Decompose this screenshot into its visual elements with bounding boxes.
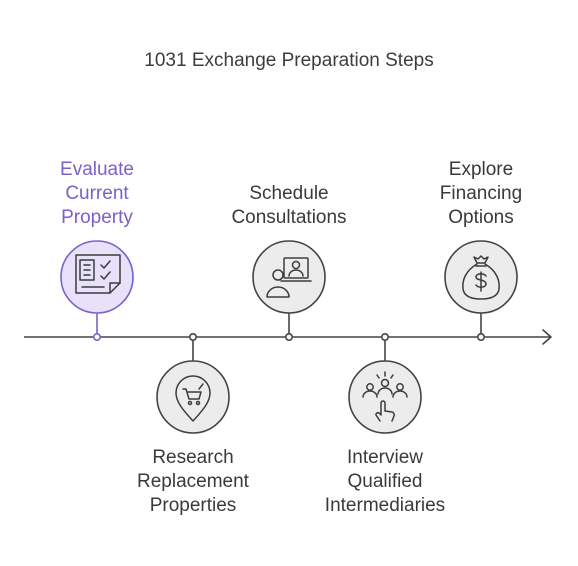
axis-dot-step-4: [380, 332, 389, 341]
axis-dot-step-1: [93, 332, 102, 341]
step-label-1-line-3: Property: [61, 207, 133, 228]
step-node-1: [60, 240, 134, 314]
step-node-3: [252, 240, 326, 314]
step-label-3-line-2: Consultations: [231, 207, 347, 228]
money-bag-icon: [462, 255, 500, 300]
step-label-4: Interview Qualified Intermediaries: [300, 446, 470, 518]
axis-dot-step-3: [284, 332, 293, 341]
step-label-5-line-3: Options: [448, 207, 514, 228]
consultation-icon: [266, 257, 312, 298]
step-label-2-line-2: Replacement: [137, 471, 249, 492]
step-label-1: Evaluate Current Property: [12, 158, 182, 230]
document-checklist-icon: [75, 254, 121, 294]
step-label-4-line-1: Interview: [346, 447, 424, 468]
step-label-1-line-1: Evaluate: [60, 159, 134, 180]
step-label-2-line-3: Properties: [149, 495, 237, 516]
step-label-5-line-1: Explore: [448, 159, 514, 180]
diagram-title: 1031 Exchange Preparation Steps: [144, 50, 434, 71]
axis-dot-step-5: [476, 332, 485, 341]
step-label-4-line-3: Intermediaries: [324, 495, 446, 516]
step-node-2: [156, 360, 230, 434]
step-node-5: [444, 240, 518, 314]
step-label-3: Schedule Consultations: [204, 182, 374, 230]
step-label-2-line-1: Research: [152, 447, 234, 468]
step-label-3-line-1: Schedule: [249, 183, 329, 204]
step-label-4-line-2: Qualified: [347, 471, 423, 492]
step-node-4: [348, 360, 422, 434]
step-label-5-line-2: Financing: [439, 183, 523, 204]
team-select-icon: [362, 371, 408, 422]
location-cart-icon: [175, 375, 211, 422]
step-label-1-line-2: Current: [65, 183, 129, 204]
step-label-5: Explore Financing Options: [396, 158, 566, 230]
axis-dot-step-2: [189, 332, 198, 341]
step-label-2: Research Replacement Properties: [108, 446, 278, 518]
timeline-arrowhead: [542, 329, 552, 345]
